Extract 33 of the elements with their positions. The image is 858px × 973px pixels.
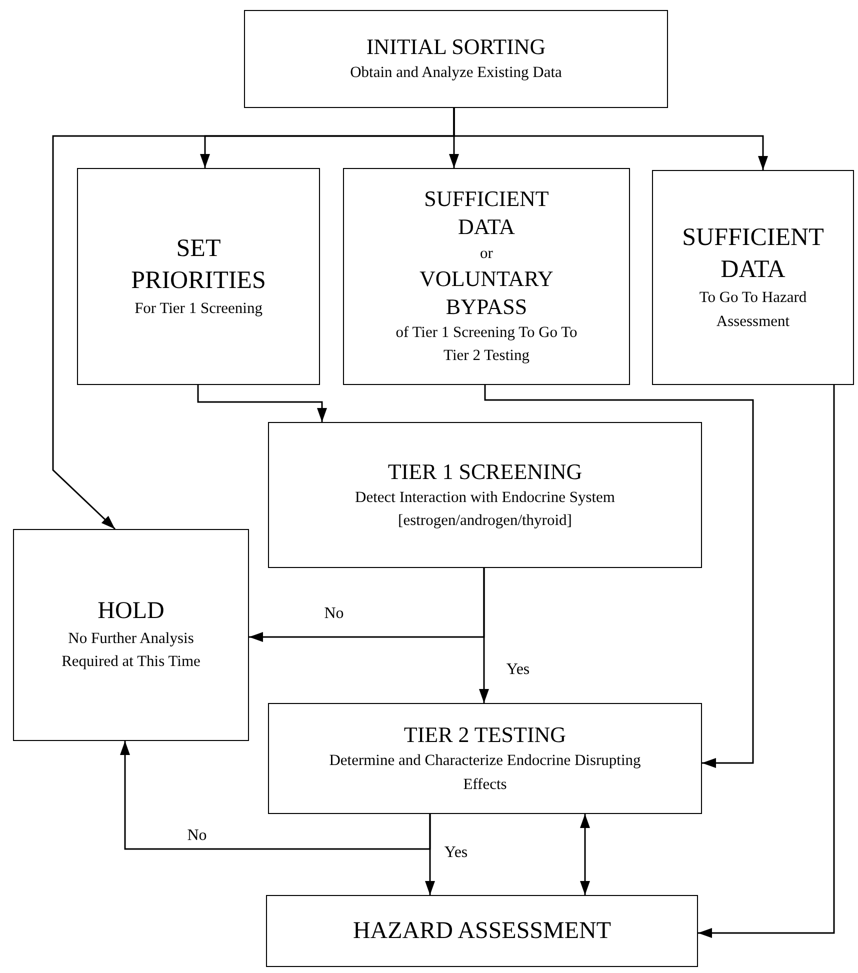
arrow (425, 814, 435, 895)
box-title: SUFFICIENT DATA (423, 185, 550, 242)
box-text: For Tier 1 Screening (134, 298, 262, 319)
process-box (652, 170, 854, 385)
arrow (479, 568, 489, 703)
box-text: Obtain and Analyze Existing Data (350, 63, 562, 84)
box-text: Detect Interaction with Endocrine System [estrogen/androgen/thyroid] (354, 488, 616, 532)
box-text: or (480, 244, 493, 264)
process-box (13, 529, 249, 741)
process-box (244, 10, 668, 108)
box-title: TIER 2 TESTING (404, 721, 566, 750)
box-title: SUFFICIENT DATA (681, 223, 825, 286)
box-title: SET PRIORITIES (130, 234, 267, 296)
arrow (698, 385, 835, 938)
box-text: Determine and Characterize Endocrine Disrupting Effects (328, 751, 642, 795)
arrow (197, 385, 327, 422)
box-title: INITIAL SORTING (366, 33, 546, 62)
process-box (343, 168, 630, 385)
process-box (268, 703, 702, 814)
box-title: HAZARD ASSESSMENT (352, 916, 612, 946)
process-box (266, 895, 698, 967)
arrow (580, 814, 590, 895)
box-title: TIER 1 SCREENING (388, 458, 582, 486)
arrow (52, 108, 455, 530)
process-box (268, 422, 702, 568)
box-text: To Go To Hazard Assessment (698, 288, 808, 332)
process-box (77, 168, 320, 385)
box-text: of Tier 1 Screening To Go To Tier 2 Testing (394, 323, 578, 366)
arrow (484, 385, 754, 768)
box-title: VOLUNTARY BYPASS (418, 264, 554, 322)
box-text: No Further Analysis Required at This Time (60, 629, 202, 672)
arrow (120, 741, 431, 850)
box-title: HOLD (98, 597, 164, 626)
